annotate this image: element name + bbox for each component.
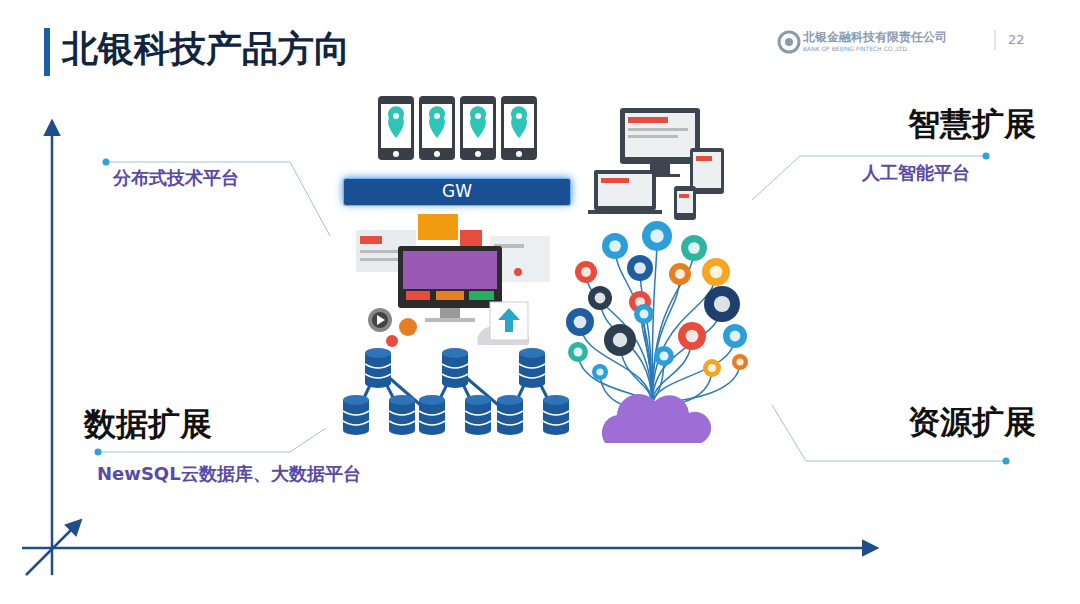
logo-mark xyxy=(779,32,799,52)
service-tree xyxy=(566,221,748,409)
axis-label: 智慧扩展 xyxy=(908,106,1036,143)
web-monitor xyxy=(356,214,550,347)
title: 北银科技产品方向 xyxy=(62,28,350,69)
divider xyxy=(995,30,996,50)
cloud xyxy=(602,394,711,443)
company-name: 北银金融科技有限责任公司 xyxy=(803,31,947,45)
device-icons xyxy=(588,108,724,220)
page-number: 22 xyxy=(1008,33,1025,48)
node-text: GW xyxy=(442,182,472,202)
title-bar xyxy=(44,28,50,76)
phone-icons xyxy=(378,96,537,160)
axis-label: 资源扩展 xyxy=(908,404,1036,441)
axis-label: 数据扩展 xyxy=(84,406,212,443)
company-name-en: BANK OF BEIJING FINTECH CO.,LTD. xyxy=(803,46,909,53)
gateway-bar: GW xyxy=(343,178,571,206)
platform-label: 分布式技术平台 xyxy=(113,168,239,189)
database-network xyxy=(343,348,569,435)
leader-lines xyxy=(100,156,1004,461)
platform-label: 人工智能平台 xyxy=(862,163,970,184)
axes xyxy=(22,122,876,575)
leader-dots xyxy=(95,153,1010,465)
platform-label: NewSQL云数据库、大数据平台 xyxy=(97,464,361,485)
